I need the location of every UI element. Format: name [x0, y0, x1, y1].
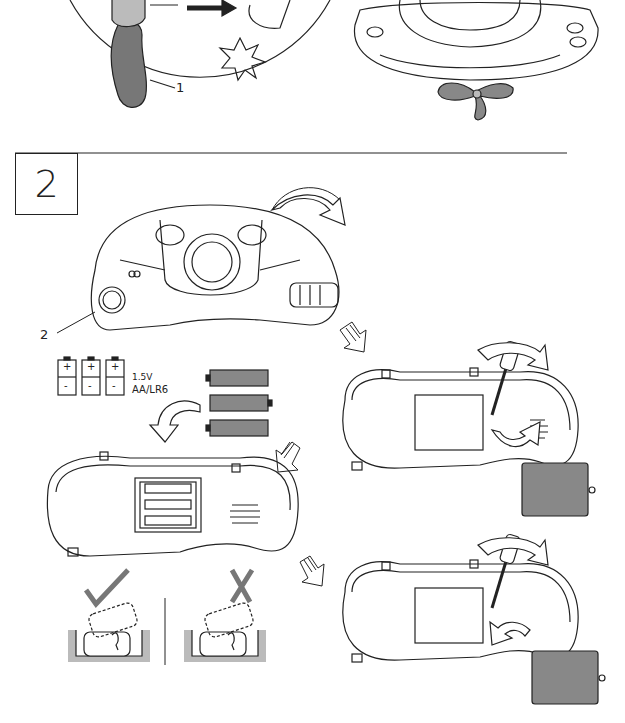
callout-number: 1 — [176, 81, 184, 94]
detail-circle — [70, 0, 330, 77]
polarity-mark: + — [63, 362, 71, 372]
click-star — [220, 38, 265, 80]
battery-spec: AA/LR6 — [132, 385, 168, 395]
toy-base — [354, 3, 598, 81]
back-panel-closed — [343, 534, 605, 704]
polarity-mark: + — [111, 362, 119, 372]
orientation-check — [68, 570, 266, 665]
back-panel — [343, 341, 595, 516]
control-unit — [91, 205, 338, 330]
step-number-box: 2 — [15, 153, 78, 215]
polarity-mark: - — [88, 381, 92, 391]
propeller — [438, 83, 513, 120]
battery-set — [206, 370, 272, 436]
paddle-hub — [112, 0, 145, 27]
callout-number: 2 — [40, 328, 48, 341]
polarity-mark: - — [112, 381, 116, 391]
leader-line — [57, 312, 95, 333]
polarity-mark: - — [64, 381, 68, 391]
step-arrows — [276, 322, 366, 586]
step-number: 2 — [34, 165, 58, 203]
battery-compartment — [47, 452, 298, 556]
socket — [249, 0, 290, 28]
step-divider — [15, 153, 567, 154]
battery-spec: 1.5V — [132, 373, 152, 382]
polarity-mark: + — [87, 362, 95, 372]
battery-icons — [58, 357, 124, 395]
paddle-part — [111, 20, 146, 107]
